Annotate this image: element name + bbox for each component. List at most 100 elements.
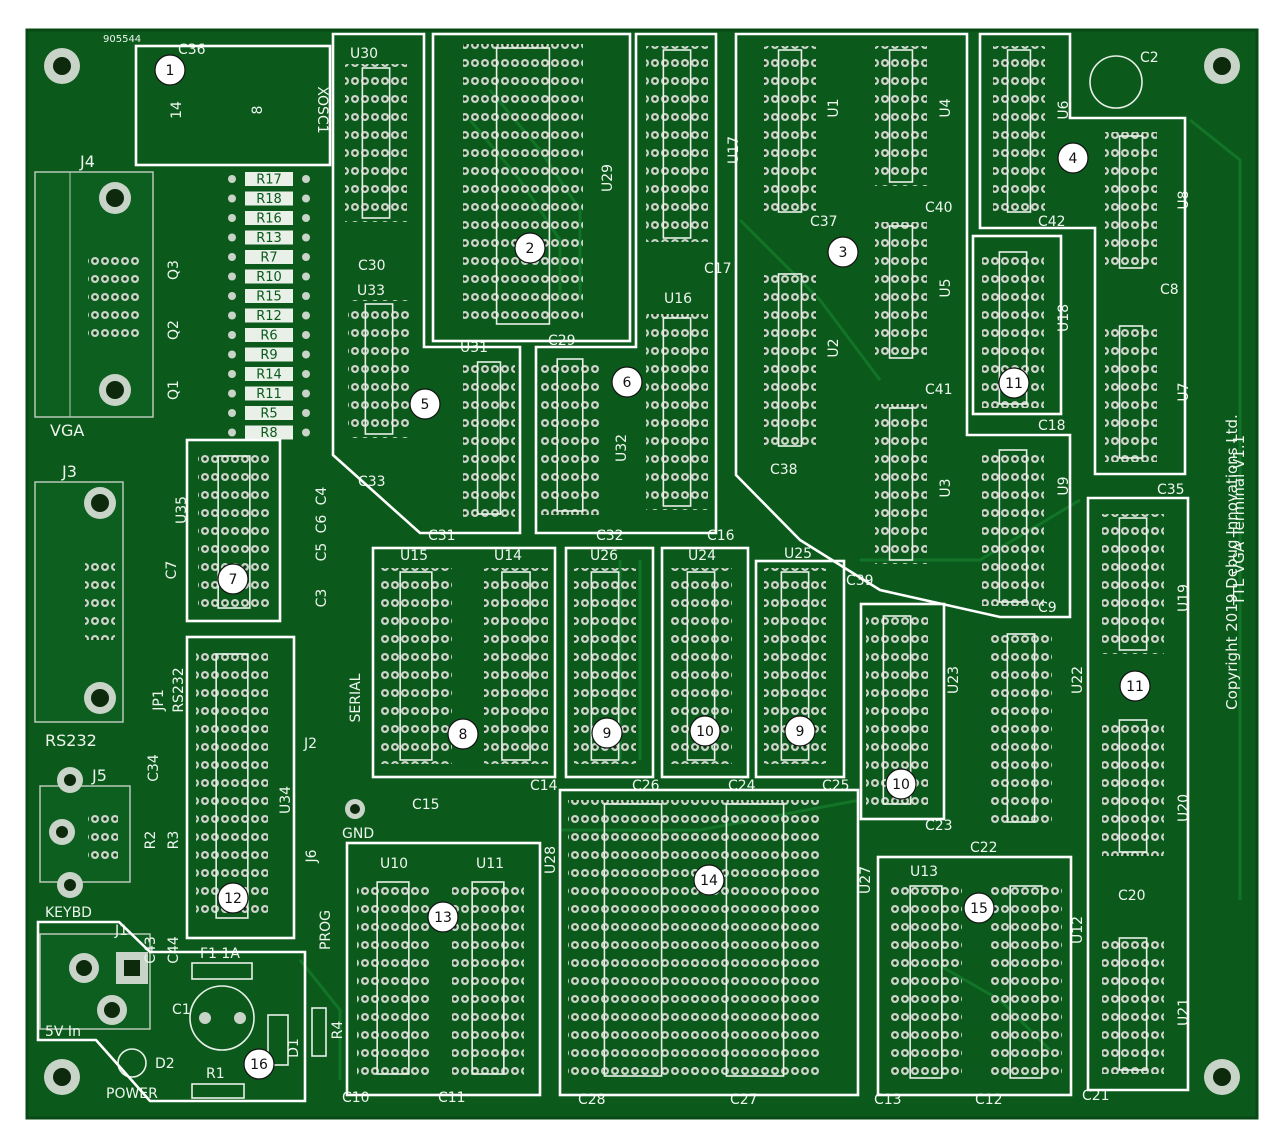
region-badge: 12 (217, 882, 249, 914)
resistor-label: R13 (256, 231, 282, 246)
vga-connector (34, 171, 154, 418)
region-badge: 7 (217, 563, 249, 595)
region-badge: 8 (447, 718, 479, 750)
silkscreen-label: U24 (688, 548, 716, 564)
silkscreen-label: C22 (970, 840, 998, 856)
silkscreen-label: J3 (61, 462, 77, 481)
silkscreen-label: C38 (770, 462, 798, 478)
silkscreen-label: C8 (1160, 282, 1179, 298)
svg-text:3: 3 (839, 245, 848, 261)
silkscreen-label: U14 (494, 548, 522, 564)
silkscreen-label: C26 (632, 778, 660, 794)
silkscreen-label: C41 (925, 382, 953, 398)
silkscreen-label: C43 (143, 936, 159, 964)
silkscreen-label: U16 (664, 291, 692, 307)
silkscreen-label: U25 (784, 546, 812, 562)
mounting-holes (44, 48, 1240, 1095)
silkscreen-label: U27 (858, 866, 874, 894)
silkscreen-label: C24 (728, 778, 756, 794)
silkscreen-label: VGA (50, 421, 84, 440)
silkscreen-label: PROG (318, 910, 334, 950)
silkscreen-label: R3 (166, 831, 182, 850)
silkscreen-label: J2 (303, 736, 317, 752)
silkscreen-label: XOSC1 (314, 86, 330, 133)
silkscreen-label: U19 (1176, 584, 1192, 612)
silkscreen-label: C5 (314, 543, 330, 562)
resistor-label: R6 (260, 329, 277, 344)
silkscreen-label: 14 (169, 101, 185, 119)
svg-text:8: 8 (459, 727, 468, 743)
resistor-label: R15 (256, 290, 282, 305)
silkscreen-label: U1 (826, 98, 842, 117)
region-badge: 14 (693, 864, 725, 896)
rs232-connector (34, 481, 124, 723)
silkscreen-label: C36 (178, 42, 206, 58)
resistor-label: R14 (256, 368, 282, 383)
silkscreen-label: 905544 (103, 34, 141, 45)
silkscreen-label: C42 (1038, 214, 1066, 230)
silkscreen-label: J5 (91, 766, 107, 785)
silkscreen-label: U30 (350, 46, 378, 62)
region-badge: 2 (514, 232, 546, 264)
silkscreen-label: R1 (206, 1066, 225, 1082)
svg-text:14: 14 (700, 873, 718, 889)
silkscreen-label: POWER (106, 1086, 158, 1102)
silkscreen-label: U6 (1056, 100, 1072, 119)
resistor-label: R7 (260, 251, 277, 266)
silkscreen-label: U5 (938, 278, 954, 297)
svg-text:12: 12 (224, 891, 242, 907)
silkscreen-label: U28 (543, 846, 559, 874)
silkscreen-label: U34 (278, 786, 294, 814)
svg-text:1: 1 (166, 63, 175, 79)
silkscreen-label: C17 (704, 261, 732, 277)
resistor-label: R8 (260, 426, 277, 441)
silkscreen-label: C30 (358, 258, 386, 274)
svg-text:4: 4 (1069, 151, 1078, 167)
silkscreen-label: U33 (357, 283, 385, 299)
silkscreen-label: C16 (707, 528, 735, 544)
region-badge: 13 (427, 901, 459, 933)
region-badge: 3 (827, 236, 859, 268)
silkscreen-label: U9 (1056, 476, 1072, 495)
silkscreen-label: C15 (412, 797, 440, 813)
region-outlines (36, 32, 1190, 1103)
silkscreen-label: 5V In (45, 1024, 81, 1040)
silkscreen-label: C40 (925, 200, 953, 216)
svg-text:13: 13 (434, 910, 452, 926)
region-badge: 11 (1119, 670, 1151, 702)
silkscreen-label: U15 (400, 548, 428, 564)
silkscreen-label: D1 (286, 1038, 302, 1058)
silkscreen-label: C31 (428, 528, 456, 544)
silkscreen-label: D2 (155, 1056, 175, 1072)
resistor-label: R18 (256, 192, 282, 207)
silkscreen-label: GND (342, 826, 374, 842)
silkscreen-label: C25 (822, 778, 850, 794)
silkscreen-label: U20 (1176, 794, 1192, 822)
silkscreen-label: J4 (79, 152, 95, 171)
silkscreen-label: C4 (314, 487, 330, 506)
svg-text:7: 7 (229, 572, 238, 588)
region-badge: 15 (963, 892, 995, 924)
silkscreen-label: R2 (143, 831, 159, 850)
silkscreen-label: U22 (1070, 666, 1086, 694)
svg-text:10: 10 (696, 724, 714, 740)
svg-text:9: 9 (796, 724, 805, 740)
svg-text:16: 16 (250, 1057, 268, 1073)
silkscreen-label: U12 (1070, 916, 1086, 944)
resistor-label: R12 (256, 309, 282, 324)
svg-text:2: 2 (526, 241, 535, 257)
silkscreen-label: 8 (250, 106, 266, 115)
region-badge: 16 (243, 1048, 275, 1080)
silkscreen-label: C1 (172, 1002, 191, 1018)
power-connector (39, 933, 151, 1030)
svg-text:6: 6 (623, 375, 632, 391)
silkscreen-label: U13 (910, 864, 938, 880)
region-badge: 4 (1057, 142, 1089, 174)
silkscreen-label: U4 (938, 98, 954, 117)
silkscreen-label: Q1 (166, 380, 182, 400)
silkscreen-label: U29 (600, 164, 616, 192)
silkscreen-label: Q3 (166, 260, 182, 280)
